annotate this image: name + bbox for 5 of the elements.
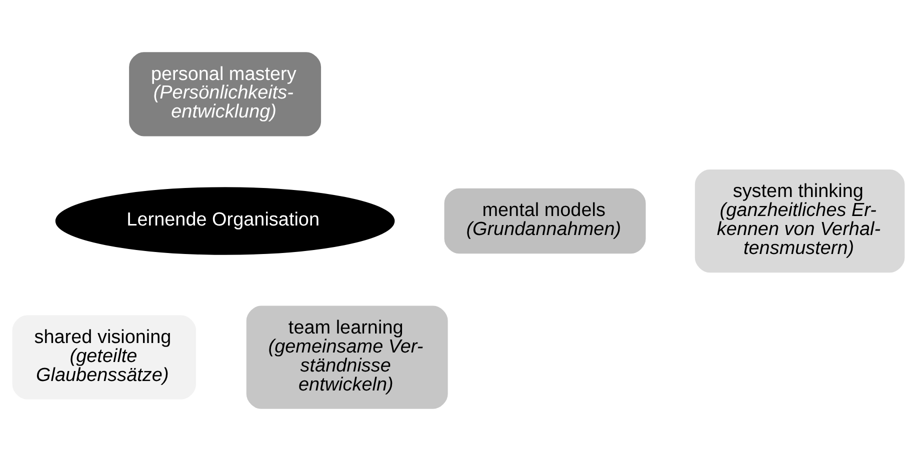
node-box: personal mastery (Persönlichkeits- entwicklung) (129, 52, 322, 136)
node-box: system thinking (ganzheitliches Er- kennen von Verhal- tensmustern) (694, 169, 905, 273)
node-ellipse: Lernende Organisation (55, 187, 395, 255)
node-box: mental models (Grundannahmen) (444, 188, 646, 254)
node-box: team learning (gemeinsame Ver- ständnisse entwickeln) (246, 306, 448, 409)
